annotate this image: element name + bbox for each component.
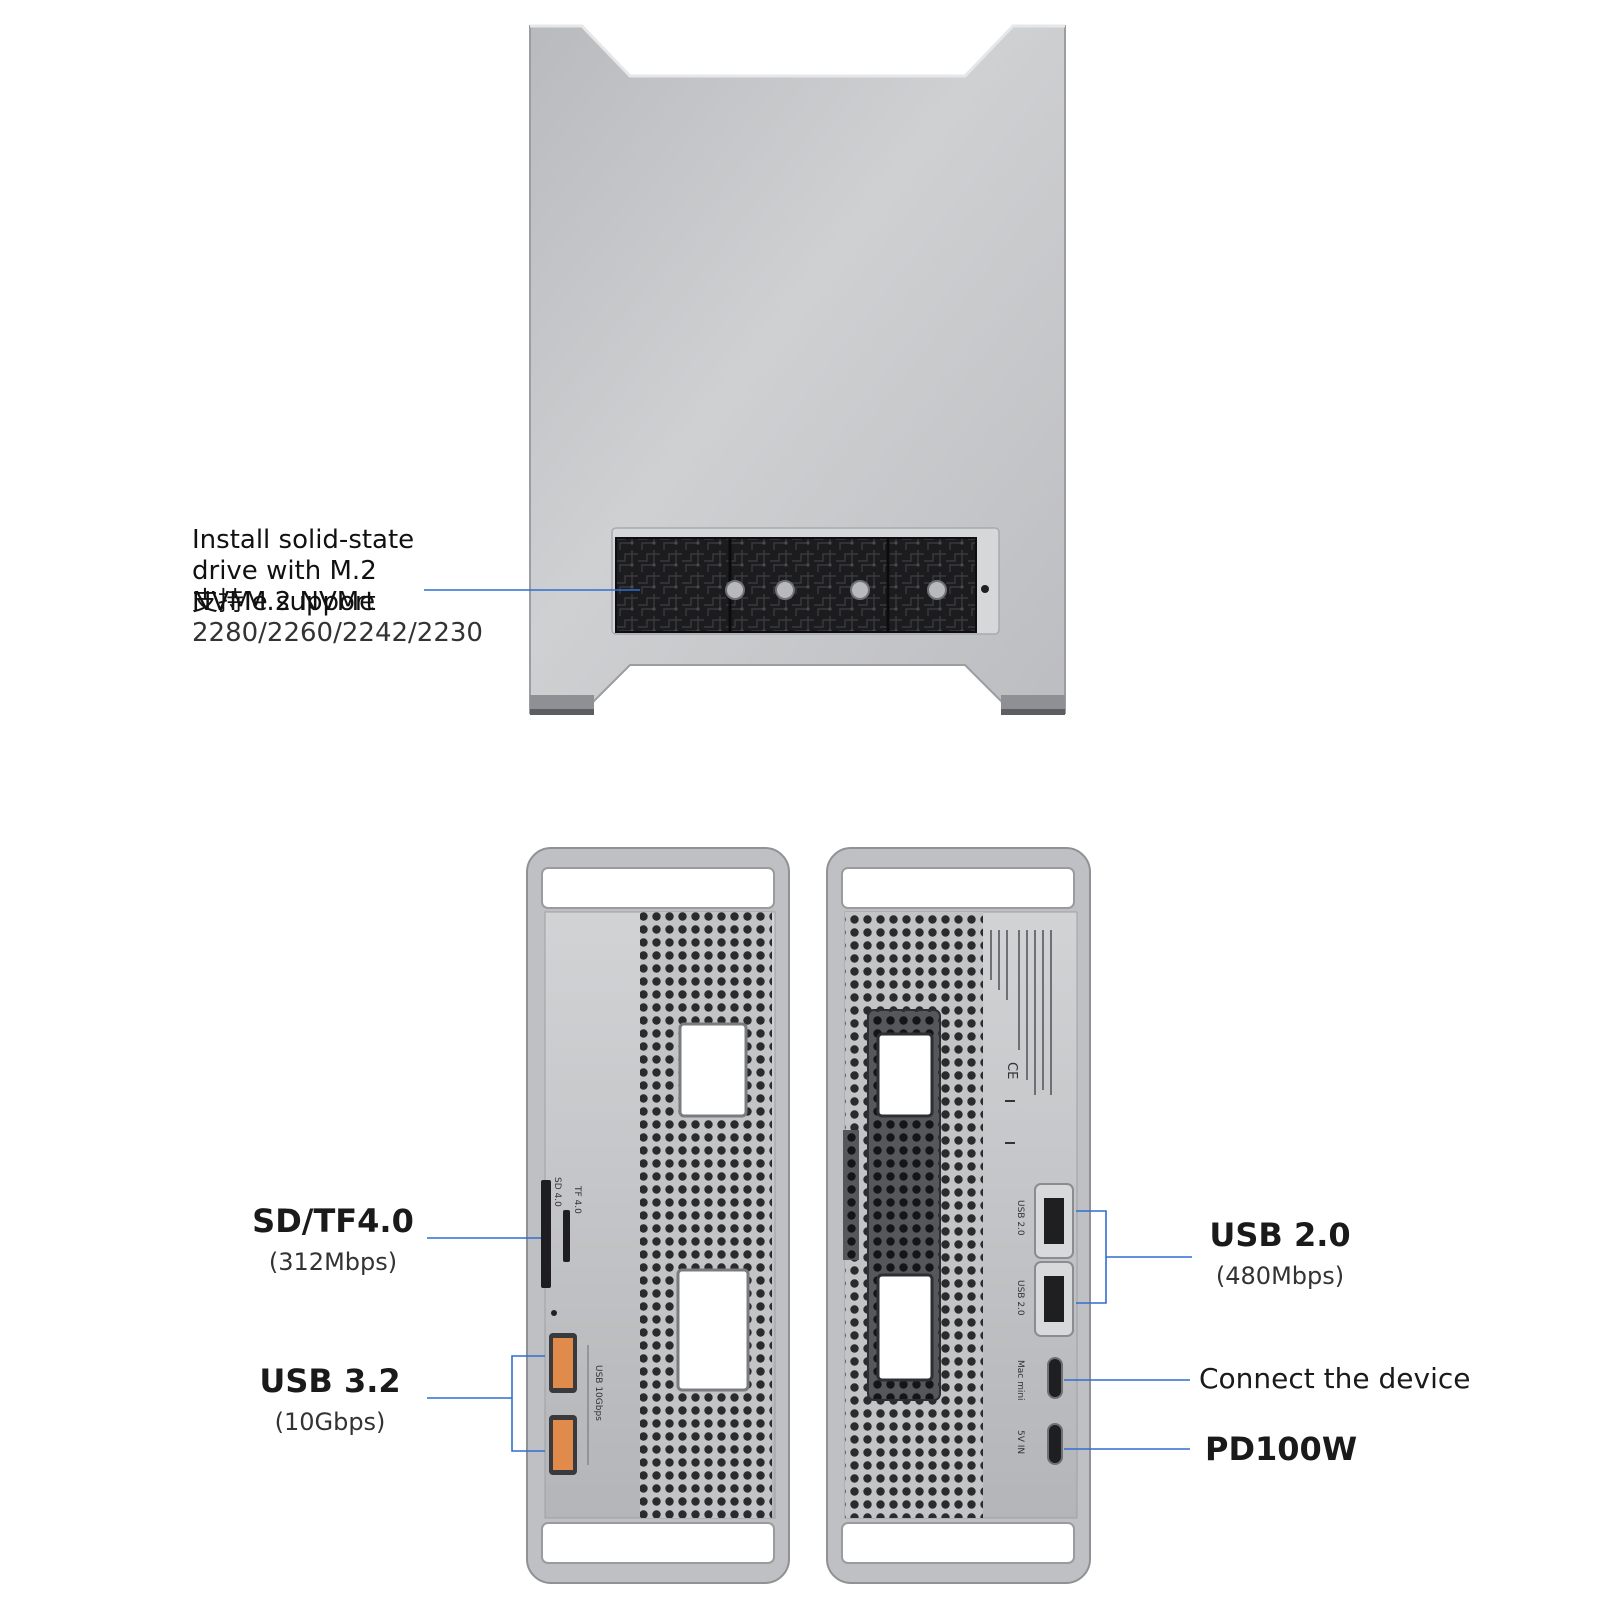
ssd-callout-line2: drive with M.2 xyxy=(192,556,377,586)
usb-c-host-port[interactable] xyxy=(1047,1357,1063,1399)
usb32-title: USB 3.2 xyxy=(259,1362,401,1400)
screw-icon xyxy=(850,580,870,600)
usb20-port-2[interactable] xyxy=(1044,1276,1064,1322)
ssd-callout-line1: Install solid-state xyxy=(192,525,415,555)
print-usb2-a: USB 2.0 xyxy=(1015,1200,1025,1236)
print-tf-slot: TF 4.0 xyxy=(572,1185,582,1214)
enclosure-side-view xyxy=(529,24,1066,715)
ssd-callout-line3: NVMe support xyxy=(192,587,376,617)
screw-icon xyxy=(775,580,795,600)
pd100w-label: PD100W xyxy=(1205,1430,1358,1468)
usb20-speed: (480Mbps) xyxy=(1215,1262,1345,1290)
screw-icon xyxy=(927,580,947,600)
print-sd-slot: SD 4.0 xyxy=(552,1177,562,1207)
print-usb2-b: USB 2.0 xyxy=(1015,1280,1025,1316)
sd-card-slot[interactable] xyxy=(541,1180,551,1288)
print-5v-in: 5V IN xyxy=(1015,1430,1025,1454)
enclosure-rear-left: SD 4.0 TF 4.0 USB 10Gbps xyxy=(526,847,790,1584)
usb32-speed: (10Gbps) xyxy=(274,1408,386,1436)
print-usb-10g: USB 10Gbps xyxy=(593,1365,603,1421)
sd-tf-speed: (312Mbps) xyxy=(268,1248,398,1276)
ssd-callout-line4: 2280/2260/2242/2230 xyxy=(192,618,483,648)
tf-card-slot[interactable] xyxy=(563,1210,570,1262)
usb20-title: USB 2.0 xyxy=(1209,1216,1351,1254)
svg-text:CE: CE xyxy=(1004,1062,1019,1079)
sd-tf-title: SD/TF4.0 xyxy=(252,1202,414,1240)
print-mac-mini: Mac mini xyxy=(1015,1360,1025,1401)
activity-led-icon xyxy=(551,1310,557,1316)
screw-icon xyxy=(725,580,745,600)
ssd-callout-line3-cn: 支持M.2 NVMe xyxy=(192,587,376,617)
usb20-port-1[interactable] xyxy=(1044,1198,1064,1244)
ssd-callout: Install solid-state drive with M.2 NVMe … xyxy=(192,525,483,649)
usb-c-power-port[interactable] xyxy=(1047,1423,1063,1465)
bracket-usb32 xyxy=(511,1355,545,1452)
connect-device-label: Connect the device xyxy=(1199,1362,1471,1395)
status-led-icon xyxy=(981,585,989,593)
ssd-slot-window xyxy=(615,537,977,633)
enclosure-rear-right: CE USB 2.0 USB 2.0 Mac mini 5V IN xyxy=(826,847,1091,1584)
